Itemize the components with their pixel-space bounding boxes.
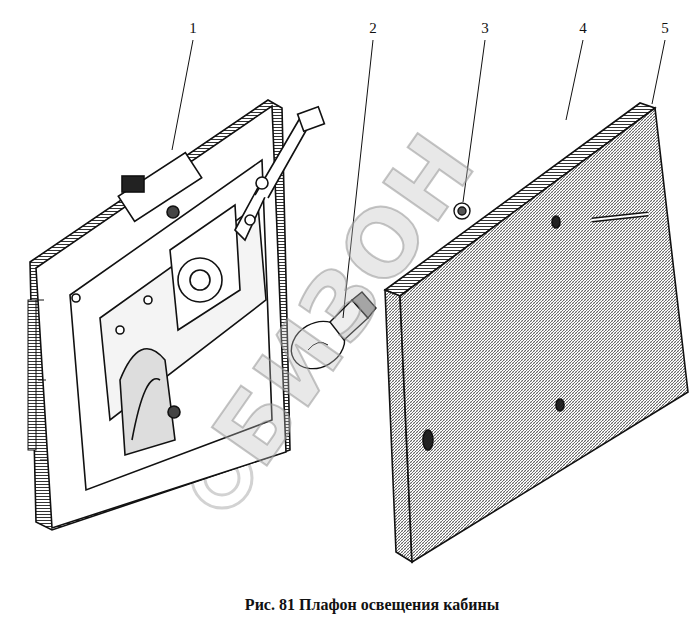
figure-caption: Рис. 81 Плафон освещения кабины <box>245 596 499 614</box>
callout-number: 4 <box>579 20 587 36</box>
fasteners <box>454 203 648 220</box>
callout-number: 5 <box>661 20 669 36</box>
callout-number: 3 <box>481 20 489 36</box>
callout-number: 1 <box>189 20 197 36</box>
callout-number: 2 <box>369 20 377 36</box>
